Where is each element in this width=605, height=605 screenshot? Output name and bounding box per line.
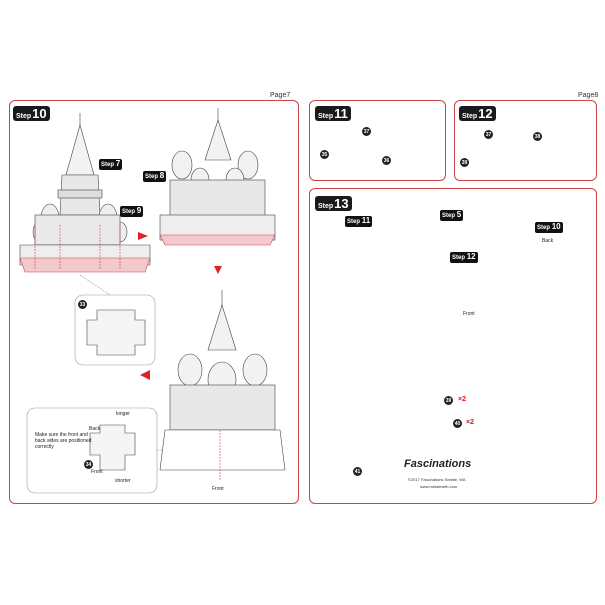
step-13-panel	[309, 188, 597, 504]
label-front: Front	[91, 469, 103, 475]
arrow-down-1	[214, 266, 222, 274]
part-35-badge: 35	[320, 150, 329, 159]
part-34-badge: 34	[84, 460, 93, 469]
tower-assembly-illustration	[19, 113, 151, 273]
label-front-3: Front	[463, 311, 475, 317]
label-longer: longer	[116, 411, 130, 417]
step-number: 10	[32, 106, 47, 121]
part-33-callout	[74, 274, 156, 366]
ref-step-7: Step 7	[99, 159, 123, 170]
part-34-callout	[26, 407, 175, 494]
assembly-note: Make sure the front and back sides are p…	[35, 432, 92, 450]
part-41-badge: 41	[353, 467, 362, 476]
multiplier-2: ×2	[466, 419, 474, 426]
page-number-left: Page7	[270, 92, 291, 99]
ref-step-9: Step 9	[120, 206, 144, 217]
ref-step-12: Step 12	[450, 252, 478, 263]
cathedral-illustration-1	[159, 108, 276, 246]
ref-step-11: Step 11	[345, 216, 373, 227]
label-back: Back	[89, 426, 101, 432]
arrow-right-1	[138, 232, 148, 240]
ref-step-10: Step 10	[535, 222, 563, 233]
label-shorter: shorter	[115, 478, 131, 484]
ref-step-8: Step 8	[143, 171, 167, 182]
arrow-left-1	[140, 370, 150, 380]
part-39b-badge: 39	[444, 396, 453, 405]
part-40-badge: 40	[453, 419, 462, 428]
label-front-2: Front	[212, 486, 224, 492]
part-37b-badge: 37	[484, 130, 493, 139]
label-back-2: Back	[542, 238, 554, 244]
ref-step-5: Step 5	[440, 210, 464, 221]
page-number-right: Page8	[578, 92, 599, 99]
cathedral-illustration-2	[159, 290, 286, 480]
part-36-badge: 36	[382, 156, 391, 165]
part-33-badge: 33	[78, 300, 87, 309]
multiplier-1: ×2	[458, 396, 466, 403]
website-text: www.metalearth.com	[420, 484, 458, 489]
copyright-text: ©2017 Fascinations Seattle, WA	[408, 477, 466, 482]
part-38-badge: 38	[533, 132, 542, 141]
brand-logo: Fascinations	[404, 458, 472, 470]
part-39-badge: 39	[460, 158, 469, 167]
part-37-badge: 37	[362, 127, 371, 136]
